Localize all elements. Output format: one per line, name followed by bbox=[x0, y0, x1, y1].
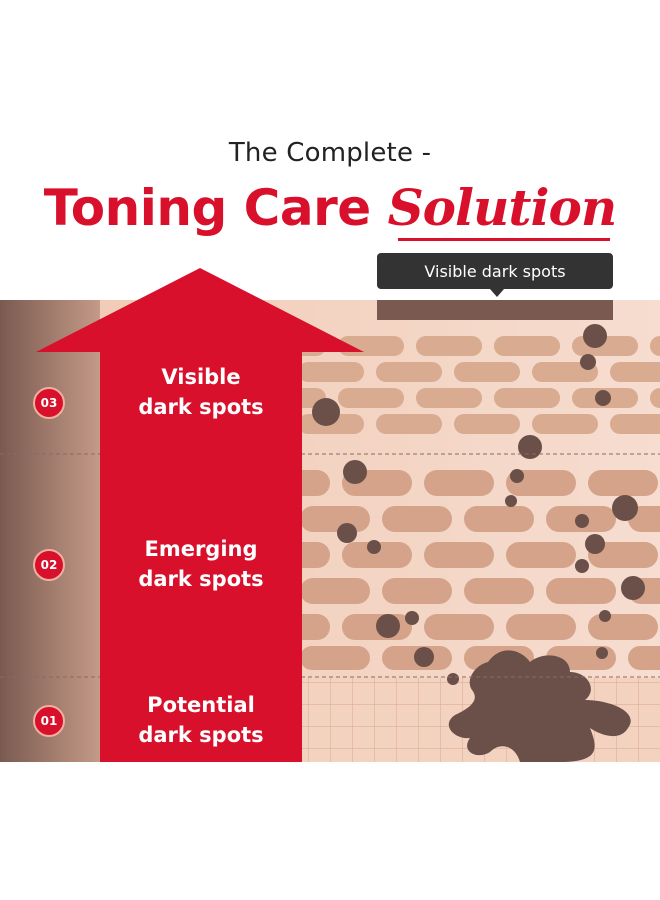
title: Toning Care Solution bbox=[0, 178, 660, 237]
skin-cell bbox=[454, 414, 520, 434]
skin-cell bbox=[650, 336, 660, 356]
skin-cell bbox=[376, 362, 442, 382]
dark-spot-splash bbox=[448, 650, 631, 762]
dark-spot bbox=[583, 324, 607, 348]
skin-cell bbox=[416, 336, 482, 356]
skin-cell bbox=[506, 614, 576, 640]
skin-cell bbox=[532, 362, 598, 382]
dark-spot bbox=[575, 559, 589, 573]
dark-spot bbox=[376, 614, 400, 638]
stage-03-line1: Visible bbox=[161, 365, 241, 389]
dark-spot bbox=[596, 647, 608, 659]
skin-cell bbox=[424, 614, 494, 640]
dark-spot bbox=[343, 460, 367, 484]
dark-spot bbox=[599, 610, 611, 622]
skin-cell bbox=[300, 578, 370, 604]
skin-cell bbox=[494, 388, 560, 408]
skin-cell bbox=[610, 362, 660, 382]
stage-02-badge: 02 bbox=[33, 549, 65, 581]
dark-spot bbox=[612, 495, 638, 521]
dark-spot bbox=[595, 390, 611, 406]
stage-02-line1: Emerging bbox=[144, 537, 258, 561]
skin-cell bbox=[628, 646, 660, 670]
skin-cell bbox=[342, 542, 412, 568]
skin-cell bbox=[650, 388, 660, 408]
stage-01-label: Potential dark spots bbox=[100, 690, 302, 750]
skin-cell bbox=[300, 506, 370, 532]
skin-depth-band bbox=[0, 300, 100, 762]
dark-spot bbox=[337, 523, 357, 543]
stage-02-line2: dark spots bbox=[138, 567, 264, 591]
skin-cell bbox=[416, 388, 482, 408]
skin-cell bbox=[300, 646, 370, 670]
dark-spot bbox=[575, 514, 589, 528]
dark-spot bbox=[414, 647, 434, 667]
title-main: Toning Care bbox=[43, 179, 371, 237]
skin-cell-bricks bbox=[260, 336, 660, 670]
dark-spot bbox=[580, 354, 596, 370]
title-emphasis: Solution bbox=[387, 178, 618, 237]
dark-spot bbox=[312, 398, 340, 426]
skin-cell bbox=[506, 542, 576, 568]
skin-cell bbox=[382, 506, 452, 532]
dark-spot bbox=[510, 469, 524, 483]
dark-spot bbox=[447, 673, 459, 685]
skin-cell bbox=[546, 578, 616, 604]
callout-label: Visible dark spots bbox=[377, 253, 613, 289]
stage-01-line2: dark spots bbox=[138, 723, 264, 747]
skin-cell bbox=[464, 506, 534, 532]
skin-cell bbox=[610, 414, 660, 434]
stage-02-label: Emerging dark spots bbox=[100, 534, 302, 594]
dark-spot bbox=[518, 435, 542, 459]
stage-03-label: Visible dark spots bbox=[100, 362, 302, 422]
title-underline bbox=[398, 238, 610, 241]
skin-cell bbox=[338, 388, 404, 408]
skin-cell bbox=[494, 336, 560, 356]
dark-spot bbox=[621, 576, 645, 600]
skin-cell bbox=[298, 362, 364, 382]
skin-cell bbox=[588, 542, 658, 568]
dark-spot bbox=[405, 611, 419, 625]
skin-cell bbox=[464, 578, 534, 604]
skin-cell bbox=[532, 414, 598, 434]
skin-cell bbox=[424, 470, 494, 496]
dark-spot bbox=[367, 540, 381, 554]
epidermis-band bbox=[377, 300, 613, 320]
callout-pointer bbox=[490, 289, 504, 297]
stage-03-badge: 03 bbox=[33, 387, 65, 419]
skin-cell bbox=[454, 362, 520, 382]
dark-spot bbox=[585, 534, 605, 554]
dark-spots bbox=[312, 324, 645, 685]
stage-01-badge: 01 bbox=[33, 705, 65, 737]
skin-cell bbox=[376, 414, 442, 434]
dark-spot bbox=[505, 495, 517, 507]
skin-cell bbox=[382, 578, 452, 604]
skin-cell bbox=[424, 542, 494, 568]
skin-cell bbox=[588, 470, 658, 496]
subtitle: The Complete - bbox=[228, 138, 432, 168]
stage-03-line2: dark spots bbox=[138, 395, 264, 419]
progress-arrow bbox=[36, 268, 364, 762]
skin-cell bbox=[588, 614, 658, 640]
stage-01-line1: Potential bbox=[147, 693, 255, 717]
